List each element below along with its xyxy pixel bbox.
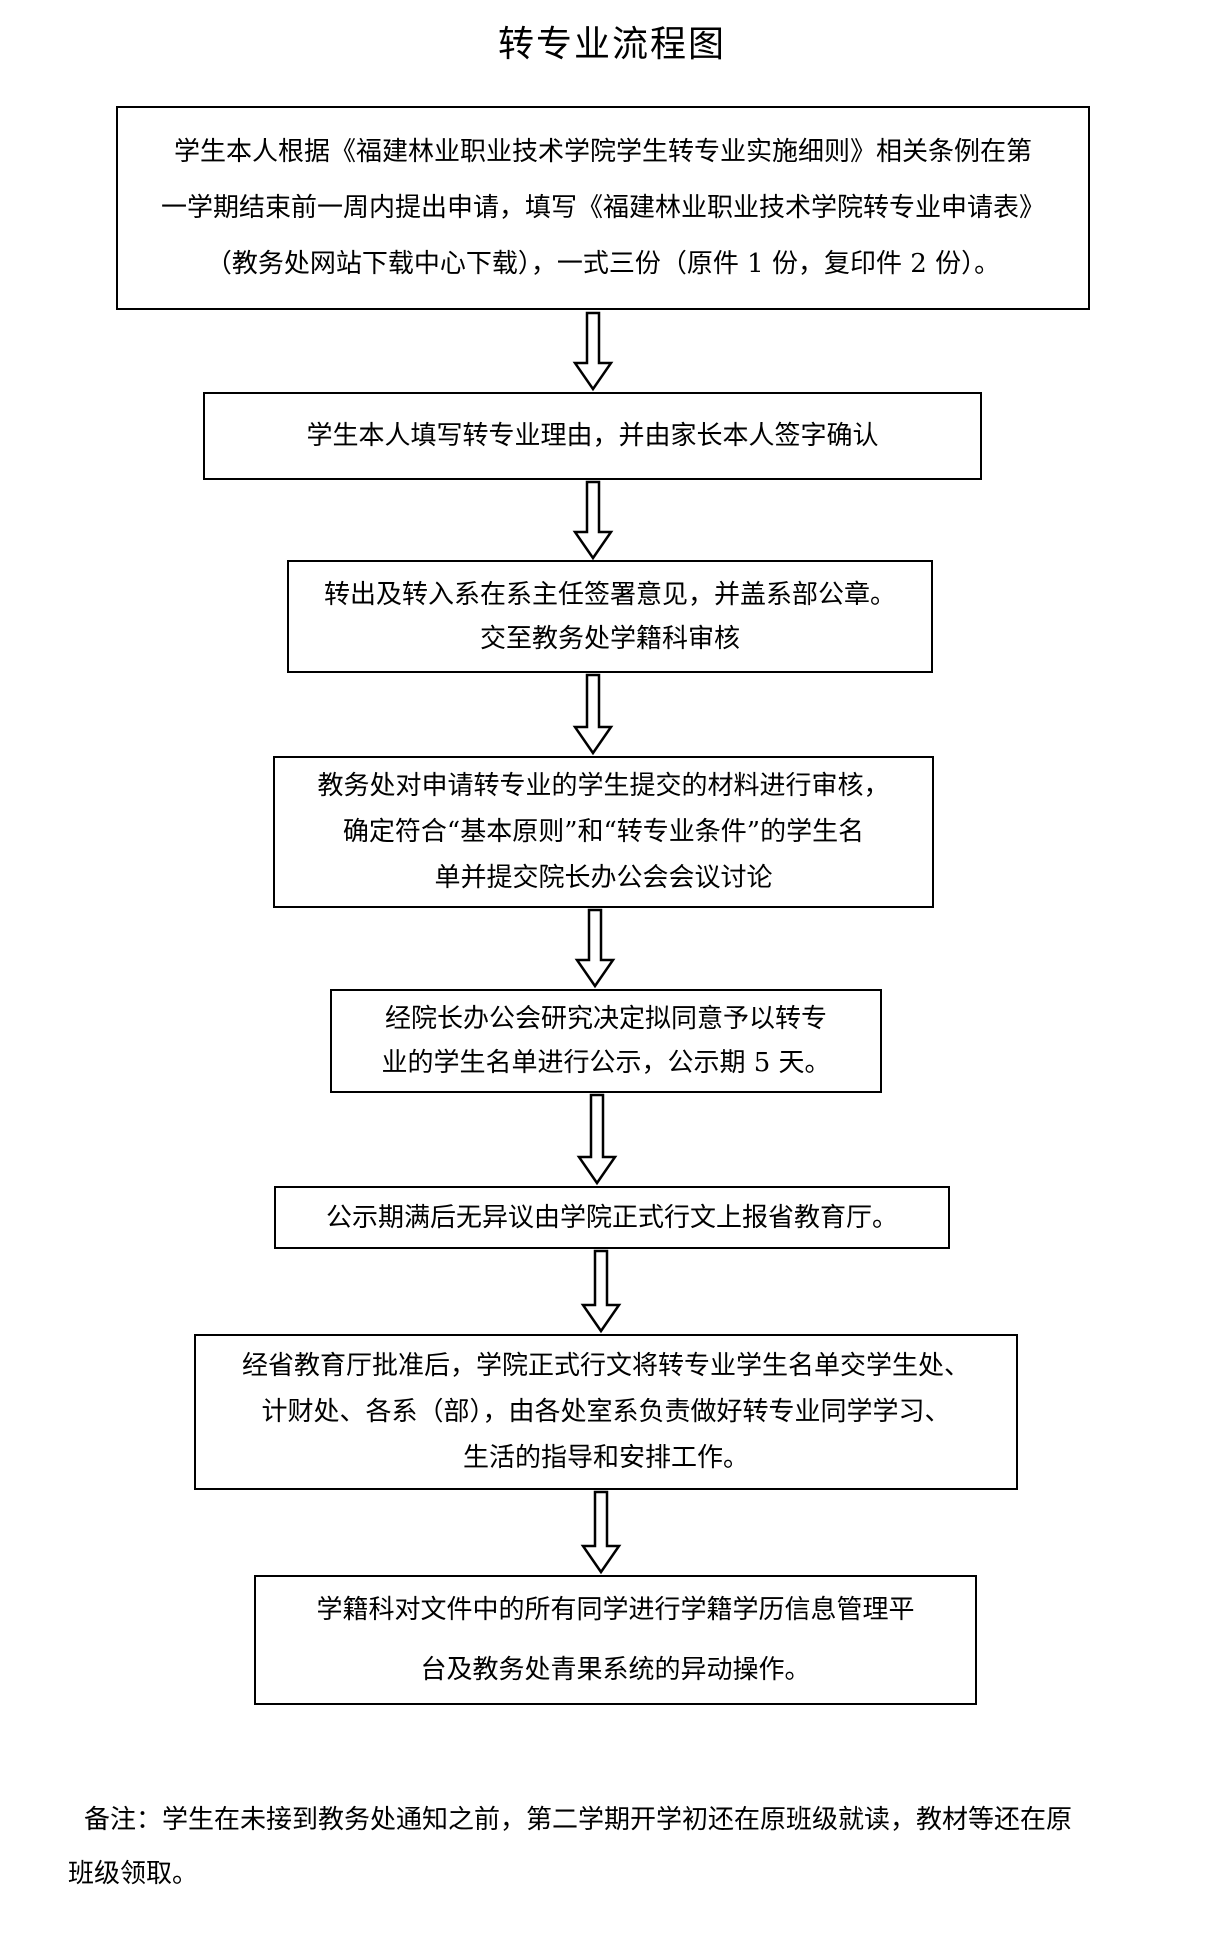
step-1-line-2: 一学期结束前一周内提出申请，填写《福建林业职业技术学院转专业申请表》 — [160, 193, 1045, 223]
step-4-line-1: 教务处对申请转专业的学生提交的材料进行审核， — [317, 771, 890, 801]
arrow-4-to-5 — [574, 908, 616, 989]
arrow-5-to-6 — [576, 1093, 618, 1186]
page-title: 转专业流程图 — [497, 24, 726, 65]
step-7-box: 经省教育厅批准后，学院正式行文将转专业学生名单交学生处、 计财处、各系（部），由… — [194, 1334, 1018, 1490]
arrow-2-to-3 — [572, 480, 614, 561]
arrow-7-to-8 — [580, 1490, 622, 1575]
step-4-line-3: 单并提交院长办公会会议讨论 — [434, 863, 773, 893]
step-5-line-1: 经院长办公会研究决定拟同意予以转专 — [384, 1004, 827, 1034]
step-5-box: 经院长办公会研究决定拟同意予以转专 业的学生名单进行公示，公示期 5 天。 — [330, 989, 882, 1093]
step-2-line-1: 学生本人填写转专业理由，并由家长本人签字确认 — [306, 421, 879, 451]
step-4-box: 教务处对申请转专业的学生提交的材料进行审核， 确定符合“基本原则”和“转专业条件… — [273, 756, 934, 908]
step-8-line-1: 学籍科对文件中的所有同学进行学籍学历信息管理平 — [316, 1595, 915, 1625]
footnote-line-1: 备注：学生在未接到教务处通知之前，第二学期开学初还在原班级就读，教材等还在原 — [84, 1805, 1073, 1835]
step-1-box: 学生本人根据《福建林业职业技术学院学生转专业实施细则》相关条例在第 一学期结束前… — [116, 106, 1090, 310]
step-8-line-2: 台及教务处青果系统的异动操作。 — [420, 1655, 811, 1685]
arrow-6-to-7 — [580, 1249, 622, 1334]
step-2-box: 学生本人填写转专业理由，并由家长本人签字确认 — [203, 392, 982, 480]
step-6-line-1: 公示期满后无异议由学院正式行文上报省教育厅。 — [325, 1202, 898, 1233]
step-8-box: 学籍科对文件中的所有同学进行学籍学历信息管理平 台及教务处青果系统的异动操作。 — [254, 1575, 977, 1705]
step-1-line-1: 学生本人根据《福建林业职业技术学院学生转专业实施细则》相关条例在第 — [173, 137, 1032, 167]
arrow-3-to-4 — [572, 673, 614, 756]
step-1-line-3: （教务处网站下载中心下载），一式三份（原件 1 份，复印件 2 份）。 — [205, 249, 1001, 279]
footnote-line-2: 班级领取。 — [68, 1859, 199, 1889]
step-7-line-3: 生活的指导和安排工作。 — [462, 1443, 749, 1473]
step-3-line-2: 交至教务处学籍科审核 — [479, 623, 740, 654]
step-3-box: 转出及转入系在系主任签署意见，并盖系部公章。 交至教务处学籍科审核 — [287, 560, 933, 673]
step-3-line-1: 转出及转入系在系主任签署意见，并盖系部公章。 — [323, 579, 896, 610]
step-5-line-2: 业的学生名单进行公示，公示期 5 天。 — [381, 1048, 831, 1078]
step-7-line-2: 计财处、各系（部），由各处室系负责做好转专业同学学习、 — [261, 1397, 951, 1427]
arrow-1-to-2 — [572, 311, 614, 392]
step-6-box: 公示期满后无异议由学院正式行文上报省教育厅。 — [274, 1186, 950, 1249]
step-4-line-2: 确定符合“基本原则”和“转专业条件”的学生名 — [342, 817, 865, 847]
step-7-line-1: 经省教育厅批准后，学院正式行文将转专业学生名单交学生处、 — [241, 1351, 970, 1381]
footnote: 备注：学生在未接到教务处通知之前，第二学期开学初还在原班级就读，教材等还在原 班… — [68, 1793, 1168, 1901]
